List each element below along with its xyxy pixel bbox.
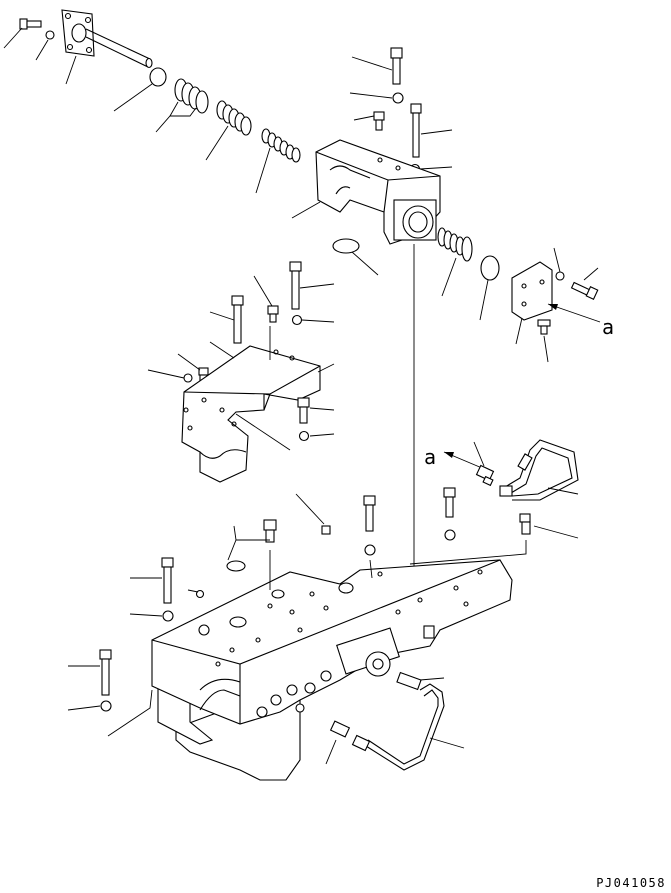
top-left-bolt (19, 18, 42, 30)
cover-spring-right (437, 227, 473, 262)
ref-mark-a-top: a (602, 315, 614, 339)
mid-washer-lower (298, 430, 310, 442)
ref-mark-a-mid: a (424, 445, 436, 469)
bottom-bolt-left (161, 557, 174, 604)
tube-elbow-fitting (475, 464, 495, 487)
upper-tube (499, 439, 579, 501)
bottom-washer-right (444, 529, 456, 541)
cover-o-ring-right (480, 255, 500, 281)
bottom-leaders (67, 493, 465, 765)
tube-connector (519, 513, 531, 535)
bottom-washer-far-left (100, 700, 112, 712)
mid-plug-top (267, 305, 279, 323)
outer-spring (216, 100, 252, 136)
right-tube-leaders (409, 441, 579, 565)
main-valve-body (151, 559, 513, 781)
bottom-small-washer (195, 589, 205, 599)
bottom-bolt-tall (363, 495, 376, 532)
cover-gasket-disc (332, 238, 360, 254)
mid-bolt-right (289, 261, 302, 310)
upper-valve-body (181, 345, 321, 483)
cover-bolt-right (410, 103, 422, 158)
end-plate-plug (537, 319, 551, 335)
bottom-washer-left (162, 610, 174, 622)
bottom-washer-tall (364, 544, 376, 556)
top-left-washer (45, 30, 55, 40)
ref-arrow-a-mid (443, 451, 483, 469)
mid-bolt-long (231, 295, 244, 344)
piston-cover-plate (61, 9, 95, 57)
end-plate-bolt (555, 271, 599, 300)
valve-cover-housing (315, 139, 441, 245)
piston-spring-set (174, 78, 209, 114)
bottom-bolt-right (443, 487, 456, 518)
check-ball-plug (263, 519, 277, 543)
part-code-label: PJ041058 (596, 876, 666, 890)
o-ring-top-left (149, 67, 167, 87)
end-plate (511, 261, 553, 321)
mid-washer-right (291, 314, 303, 326)
lower-tube (329, 671, 445, 771)
cover-plug (373, 111, 385, 131)
cover-bolt-top (390, 47, 403, 85)
inner-spring (261, 128, 301, 163)
bottom-plug (321, 525, 331, 535)
mid-bolt-lower (297, 397, 310, 424)
bottom-disc-upper (226, 560, 246, 572)
bottom-bolt-far-left (99, 649, 112, 696)
ref-arrow-a-top (547, 303, 601, 323)
top-left-leaders (3, 27, 271, 194)
piston-rod (85, 28, 153, 69)
cover-washer-top (392, 92, 404, 104)
mid-left-leaders (147, 275, 335, 451)
top-right-leaders (291, 56, 599, 363)
